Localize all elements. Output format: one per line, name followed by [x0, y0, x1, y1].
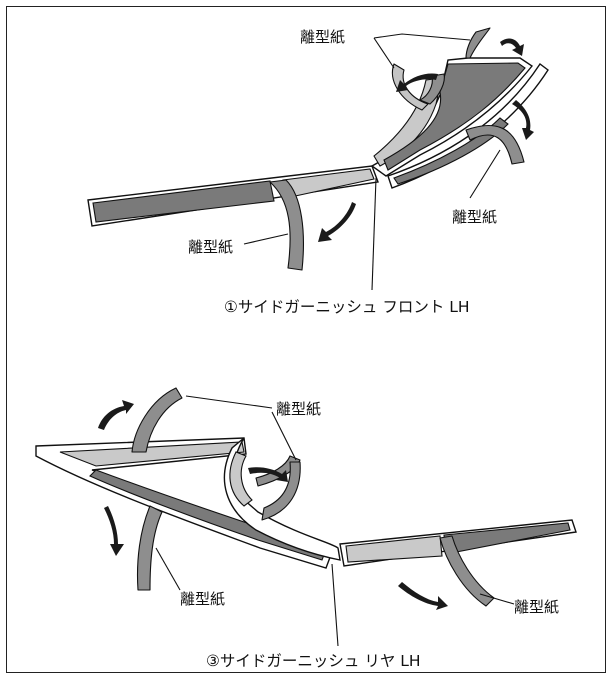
- front-leader-left: [243, 233, 289, 245]
- rear-caption: ③サイドガーニッシュ リヤ LH: [206, 652, 421, 670]
- rear-paper-right: [439, 535, 495, 607]
- front-garnish-strip-dark: [92, 180, 275, 223]
- rear-paper-top: [131, 387, 183, 453]
- rear-arrow-left: [104, 506, 124, 556]
- front-leader-top-1: [373, 33, 471, 41]
- rear-arrow-top: [98, 400, 134, 430]
- front-arrow-top-right: [500, 38, 524, 56]
- rear-leader-top-1: [185, 395, 273, 409]
- front-arrow-top-left: [396, 73, 438, 92]
- front-garnish-right-dark: [393, 117, 509, 185]
- front-label-paper-left: 離型紙: [188, 238, 233, 256]
- rear-garnish-right-light: [345, 535, 443, 563]
- rear-garnish-lower-dark: [89, 469, 327, 561]
- rear-paper-curl-2: [261, 461, 301, 521]
- rear-label-paper-right: 離型紙: [514, 598, 559, 616]
- front-caption: ①サイドガーニッシュ フロント LH: [224, 298, 470, 316]
- front-arrow-left: [318, 202, 356, 242]
- front-garnish-curve-dark: [383, 62, 526, 171]
- front-arrow-right: [512, 100, 534, 140]
- front-paper-left: [269, 179, 304, 271]
- rear-leader-caption: [331, 563, 339, 647]
- front-label-paper-right: 離型紙: [452, 208, 497, 226]
- rear-garnish-curl-light: [229, 451, 253, 507]
- rear-leader-left: [155, 547, 181, 591]
- rear-paper-curl: [255, 455, 301, 487]
- rear-arrow-curl: [248, 467, 288, 482]
- rear-garnish-wedge-light: [59, 441, 245, 467]
- front-paper-right: [465, 125, 525, 165]
- front-label-paper-top: 離型紙: [300, 28, 345, 46]
- front-leader-caption: [371, 177, 377, 291]
- front-garnish-figure: 離型紙 離型紙 離型紙 ①サイドガーニッシュ フロント LH: [87, 27, 549, 316]
- front-paper-top-right: [465, 27, 491, 59]
- rear-paper-left: [136, 505, 163, 591]
- front-leader-right: [469, 149, 501, 199]
- rear-garnish-figure: 離型紙 離型紙 離型紙 ③サイドガーニッシュ リヤ LH: [35, 387, 577, 670]
- rear-leader-right: [479, 593, 515, 605]
- rear-arrow-right: [398, 582, 448, 610]
- rear-leader-top-2: [271, 411, 297, 461]
- front-leader-top-2: [373, 37, 395, 69]
- rear-label-paper-top: 離型紙: [276, 400, 321, 418]
- front-paper-top-curl: [392, 63, 429, 111]
- rear-label-paper-left: 離型紙: [180, 590, 225, 608]
